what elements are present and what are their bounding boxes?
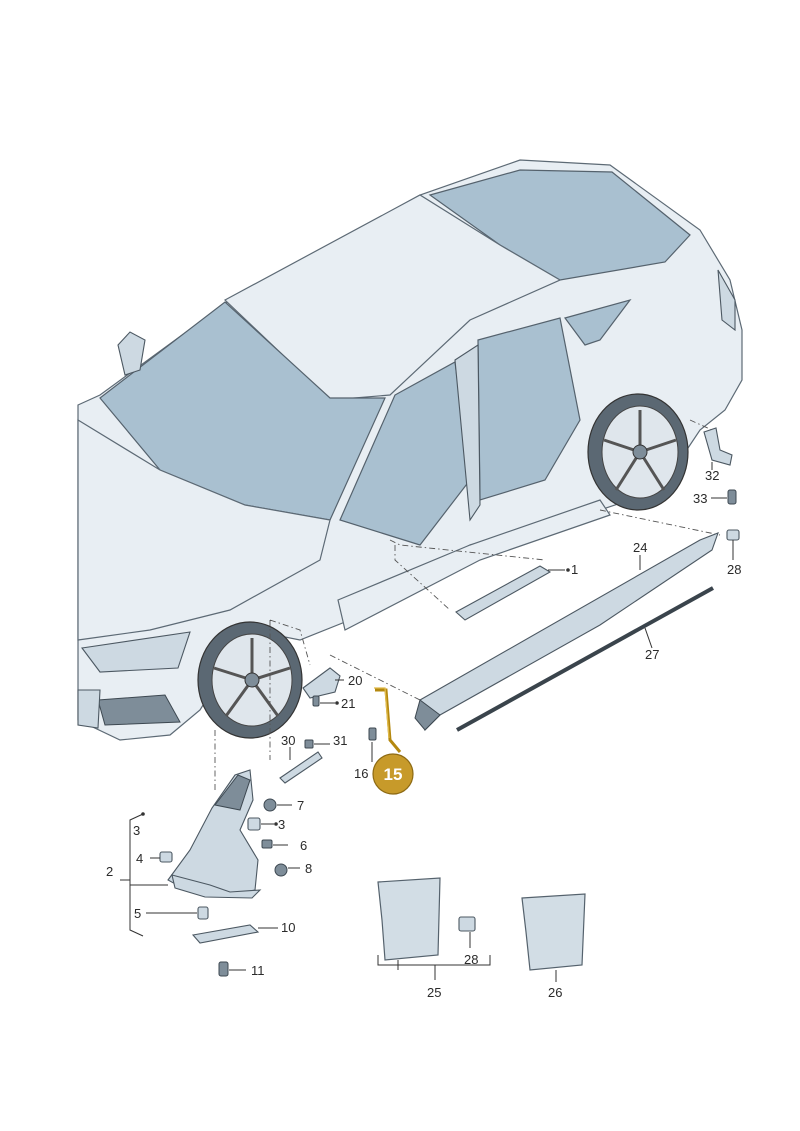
callout-27: 27 — [645, 647, 659, 662]
part-27-trim-strip — [456, 586, 714, 732]
rear-wheel — [587, 393, 689, 511]
part-26-bag — [521, 893, 586, 982]
front-wheel — [197, 621, 303, 739]
part-2-wheel-arch-liner — [167, 769, 262, 899]
highlight-badge[interactable]: 15 — [372, 753, 414, 795]
callout-bracket-2 — [120, 812, 168, 937]
callout-16: 16 — [354, 766, 368, 781]
callout-21: 21 — [341, 696, 355, 711]
part-5-clip — [146, 906, 209, 920]
part-21-screw — [312, 695, 339, 707]
callout-labels: 1 2 3 3 4 5 6 7 8 10 11 16 20 21 24 25 2… — [106, 468, 741, 1000]
callout-3-lower: 3 — [278, 817, 285, 832]
location-lines — [214, 419, 721, 790]
part-8-screw — [274, 863, 300, 877]
part-28-clip — [726, 529, 740, 560]
part-20-bracket — [302, 667, 344, 699]
part-11-screw — [218, 961, 246, 977]
part-16-screw — [368, 727, 377, 762]
part-3-clip — [247, 817, 278, 831]
part-10-trim — [191, 924, 278, 944]
callout-24: 24 — [633, 540, 647, 555]
callout-33: 33 — [693, 491, 707, 506]
callout-32: 32 — [705, 468, 719, 483]
part-4-clip — [150, 851, 173, 863]
part-33-screw — [711, 489, 737, 505]
part-7-screw — [263, 798, 292, 812]
callout-2: 2 — [106, 864, 113, 879]
part-32-bracket — [703, 427, 733, 470]
part-28-clip-lower — [458, 916, 476, 948]
part-25-bag — [377, 877, 491, 980]
callout-1: 1 — [571, 562, 578, 577]
callout-5: 5 — [134, 906, 141, 921]
callout-31: 31 — [333, 733, 347, 748]
callout-10: 10 — [281, 920, 295, 935]
callout-20: 20 — [348, 673, 362, 688]
callout-25: 25 — [427, 985, 441, 1000]
callout-15: 15 — [384, 765, 403, 784]
car-body — [77, 159, 743, 741]
callout-3-upper: 3 — [133, 823, 140, 838]
part-6-screw — [261, 839, 288, 849]
callout-28-upper: 28 — [727, 562, 741, 577]
part-24-side-skirt — [414, 532, 719, 732]
callout-11: 11 — [251, 963, 265, 978]
callout-6: 6 — [300, 838, 307, 853]
callout-7: 7 — [297, 798, 304, 813]
callout-28-lower: 28 — [464, 952, 478, 967]
part-31-clip — [304, 739, 330, 749]
callout-30: 30 — [281, 733, 295, 748]
part-15-seal — [374, 687, 402, 753]
callout-26: 26 — [548, 985, 562, 1000]
callout-8: 8 — [305, 861, 312, 876]
part-1-sill-trim — [455, 565, 570, 621]
part-30-trim — [279, 747, 323, 784]
callout-4: 4 — [136, 851, 143, 866]
